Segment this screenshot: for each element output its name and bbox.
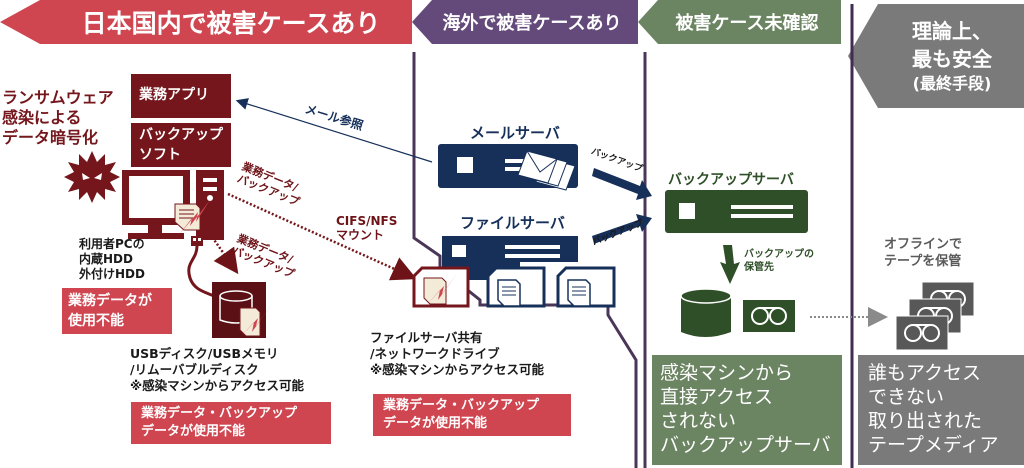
header-overseas-cases: 海外で被害ケースあり <box>442 13 622 34</box>
file-share-label: ファイルサーバ共有 /ネットワークドライブ ※感染マシンからアクセス可能 <box>370 330 544 378</box>
gray-note-line1: 誰もアクセス <box>868 362 982 384</box>
share-data-unusable-alert: 業務データ・バックアップ データが使用不能 <box>373 394 571 436</box>
storage-down-arrow <box>720 245 740 284</box>
backup-arrow-mail <box>592 168 652 200</box>
gray-note-line4: テープメディア <box>868 434 999 456</box>
mail-reference-arrow <box>235 98 433 163</box>
offline-tape-label: オフラインで テープを保管 <box>884 236 962 270</box>
offline-tape-note: 誰もアクセス できない 取り出された テープメディア <box>858 355 1024 465</box>
usb-storage-label: USBディスク/USBメモリ /リムーバブルディスク ※感染マシンからアクセス可… <box>130 346 304 394</box>
backup-arrow-to-share <box>227 192 417 281</box>
share-alert-line1: 業務データ・バックアップ <box>383 398 540 413</box>
header-unconfirmed-cases: 被害ケース未確認 <box>675 13 819 34</box>
backup-software-line2: ソフト <box>139 147 181 163</box>
backup-storage-label: バックアップの 保管先 <box>744 248 814 274</box>
pc-storage-line1: 利用者PCの <box>79 237 145 251</box>
backup-arrow-file <box>592 214 652 244</box>
backup-disk-icon <box>680 288 732 337</box>
banner-safest <box>848 4 1024 108</box>
share-label-line2: /ネットワークドライブ <box>370 346 500 361</box>
header-domestic-cases: 日本国内で被害ケースあり <box>81 9 381 38</box>
usb-data-unusable-alert: 業務データ・バックアップ データが使用不能 <box>131 402 331 444</box>
green-note-line2: 直接アクセス <box>660 386 774 408</box>
virus-icon <box>64 151 120 203</box>
usb-label-line1: USBディスク/USBメモリ <box>130 346 279 361</box>
usb-label-line3: ※感染マシンからアクセス可能 <box>130 378 305 393</box>
pc-alert-line1: 業務データが <box>68 293 152 309</box>
share-label-line3: ※感染マシンからアクセス可能 <box>370 362 545 377</box>
banner-domestic <box>0 0 412 44</box>
pc-storage-line3: 外付けHDD <box>79 267 145 281</box>
infected-share-folder-icon <box>412 266 470 308</box>
usb-label-line2: /リムーバブルディスク <box>130 362 259 377</box>
banner-overseas <box>412 0 638 44</box>
offline-tapes-icon <box>895 281 975 351</box>
header-theoretically-safest: 理論上、 最も安全 (最終手段) <box>880 4 1024 108</box>
share-alert-line2: データが使用不能 <box>383 416 488 431</box>
backup-server-icon <box>665 190 808 233</box>
cifs-nfs-label: CIFS/NFS マウント <box>336 214 397 242</box>
usb-disk-icon <box>212 282 272 340</box>
zone-divider-overseas <box>412 52 638 468</box>
gray-note-line3: 取り出された <box>868 410 983 432</box>
ransomware-label: ランサムウェア 感染による データ暗号化 <box>2 88 114 148</box>
header-safest-line2: 最も安全 <box>912 47 992 71</box>
usb-alert-line1: 業務データ・バックアップ <box>141 406 298 421</box>
pc-alert-line2: 使用不能 <box>68 313 124 329</box>
green-note-line3: されない <box>660 410 737 432</box>
usb-alert-line2: データが使用不能 <box>141 424 246 439</box>
usb-cable-icon <box>187 236 215 298</box>
gray-note-line2: できない <box>868 386 945 408</box>
ransomware-label-line1: ランサムウェア <box>2 88 114 107</box>
backup-storage-line2: 保管先 <box>744 262 774 273</box>
backup-tape-icon <box>743 300 795 332</box>
pc-storage-line2: 内蔵HDD <box>79 252 133 266</box>
file-server-label: ファイルサーバ <box>460 214 565 232</box>
offline-line2: テープを保管 <box>884 254 962 269</box>
backup-storage-line1: バックアップの <box>744 249 814 260</box>
ransomware-label-line3: データ暗号化 <box>2 128 99 147</box>
share-folder-icon <box>556 266 616 308</box>
infected-document-icon <box>174 200 210 236</box>
green-note-line4: バックアップサーバ <box>660 434 831 456</box>
backup-arrow-to-usb <box>208 233 239 275</box>
offline-line1: オフラインで <box>884 237 963 252</box>
header-safest-line3: (最終手段) <box>912 74 992 93</box>
share-folder-icon <box>486 266 546 308</box>
isolated-backup-server-note: 感染マシンから 直接アクセス されない バックアップサーバ <box>652 355 842 465</box>
backup-server-label: バックアップサーバ <box>668 172 794 188</box>
mail-server-label: メールサーバ <box>470 124 560 142</box>
ransomware-label-line2: 感染による <box>2 108 82 127</box>
backup-software-line1: バックアップ <box>139 127 223 143</box>
file-server-icon <box>442 236 578 280</box>
pc-icon <box>122 170 224 240</box>
mail-server-icon <box>438 144 578 191</box>
pc-data-unusable-alert: 業務データが 使用不能 <box>62 288 172 334</box>
pc-storage-label: 利用者PCの 内蔵HDD 外付けHDD <box>79 237 145 282</box>
green-note-line1: 感染マシンから <box>660 362 794 384</box>
cifs-nfs-line2: マウント <box>336 228 385 242</box>
share-label-line1: ファイルサーバ共有 <box>370 330 483 345</box>
backup-software-box: バックアップ ソフト <box>131 123 231 167</box>
cifs-nfs-line1: CIFS/NFS <box>336 214 398 228</box>
business-app-box: 業務アプリ <box>131 74 231 118</box>
header-safest-line1: 理論上、 <box>912 19 992 43</box>
banner-unconfirmed <box>638 0 841 44</box>
